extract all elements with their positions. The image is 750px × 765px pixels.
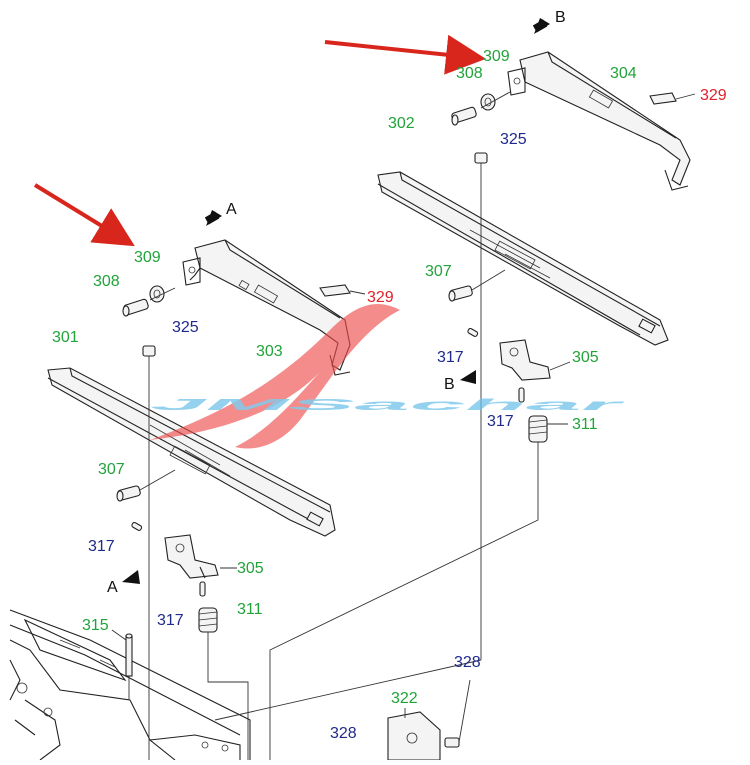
part-311-left-spring	[198, 607, 249, 760]
part-325-right-screw	[474, 152, 488, 660]
label-308-left: 308	[93, 273, 120, 290]
label-305-left: 305	[237, 560, 264, 577]
part-328-screw	[444, 679, 471, 748]
label-307-right: 307	[425, 263, 452, 280]
label-b-right: B	[444, 376, 455, 393]
red-pointer-arrow-top	[324, 34, 486, 75]
label-328-b: 328	[330, 725, 357, 742]
label-317-c: 317	[88, 538, 115, 555]
label-a-bottom: A	[107, 579, 118, 596]
label-302: 302	[388, 115, 415, 132]
part-308-309-left	[122, 285, 176, 317]
part-305-right-bracket	[499, 339, 571, 381]
label-322: 322	[391, 690, 418, 707]
view-arrow-a-bottom	[122, 570, 140, 584]
part-301-rail	[47, 367, 336, 537]
part-317-right-screws	[467, 327, 525, 403]
label-317-a: 317	[437, 349, 464, 366]
part-307-left-pin	[116, 469, 176, 502]
label-309-left: 309	[134, 249, 161, 266]
part-308-309-right	[451, 91, 511, 126]
part-325-left-screw	[142, 345, 156, 760]
label-329-left: 329	[367, 289, 394, 306]
label-b-top: B	[555, 9, 566, 26]
label-301: 301	[52, 329, 79, 346]
label-317-b: 317	[487, 413, 514, 430]
label-311-right: 311	[572, 416, 598, 433]
label-307-left: 307	[98, 461, 125, 478]
watermark-text: JMSachar	[150, 397, 625, 414]
watermark-swoosh	[150, 304, 400, 449]
part-305-left-bracket	[164, 534, 237, 579]
part-315-pin	[111, 629, 133, 700]
label-317-d: 317	[157, 612, 184, 629]
part-329-left-pad	[319, 284, 366, 297]
chassis-frame	[9, 609, 251, 761]
label-303: 303	[256, 343, 283, 360]
label-328-a: 328	[454, 654, 481, 671]
part-311-right-spring	[214, 415, 568, 760]
part-322-clip	[387, 708, 441, 761]
part-labels: A B B A 309 308 304 329 302 325 307 317 …	[52, 9, 727, 742]
label-308-right: 308	[456, 65, 483, 82]
part-302-rail	[377, 171, 669, 346]
label-329-right: 329	[700, 87, 727, 104]
view-arrow-b-top	[532, 18, 550, 34]
part-317-left-screws	[131, 521, 206, 597]
red-pointer-arrow-left	[33, 183, 135, 247]
label-325-right: 325	[500, 131, 527, 148]
label-309-right: 309	[483, 48, 510, 65]
label-311-left: 311	[237, 601, 263, 618]
part-307-right-pin	[448, 269, 506, 302]
label-325-left: 325	[172, 319, 199, 336]
label-a-top: A	[226, 201, 237, 218]
label-304: 304	[610, 65, 637, 82]
label-305-right: 305	[572, 349, 599, 366]
label-315: 315	[82, 617, 109, 634]
watermark: JMSachar	[150, 304, 625, 449]
view-arrow-a-top	[204, 210, 222, 226]
part-329-right-pad	[649, 92, 696, 105]
part-304-bracket	[507, 51, 691, 191]
view-arrow-b-right	[460, 370, 476, 384]
